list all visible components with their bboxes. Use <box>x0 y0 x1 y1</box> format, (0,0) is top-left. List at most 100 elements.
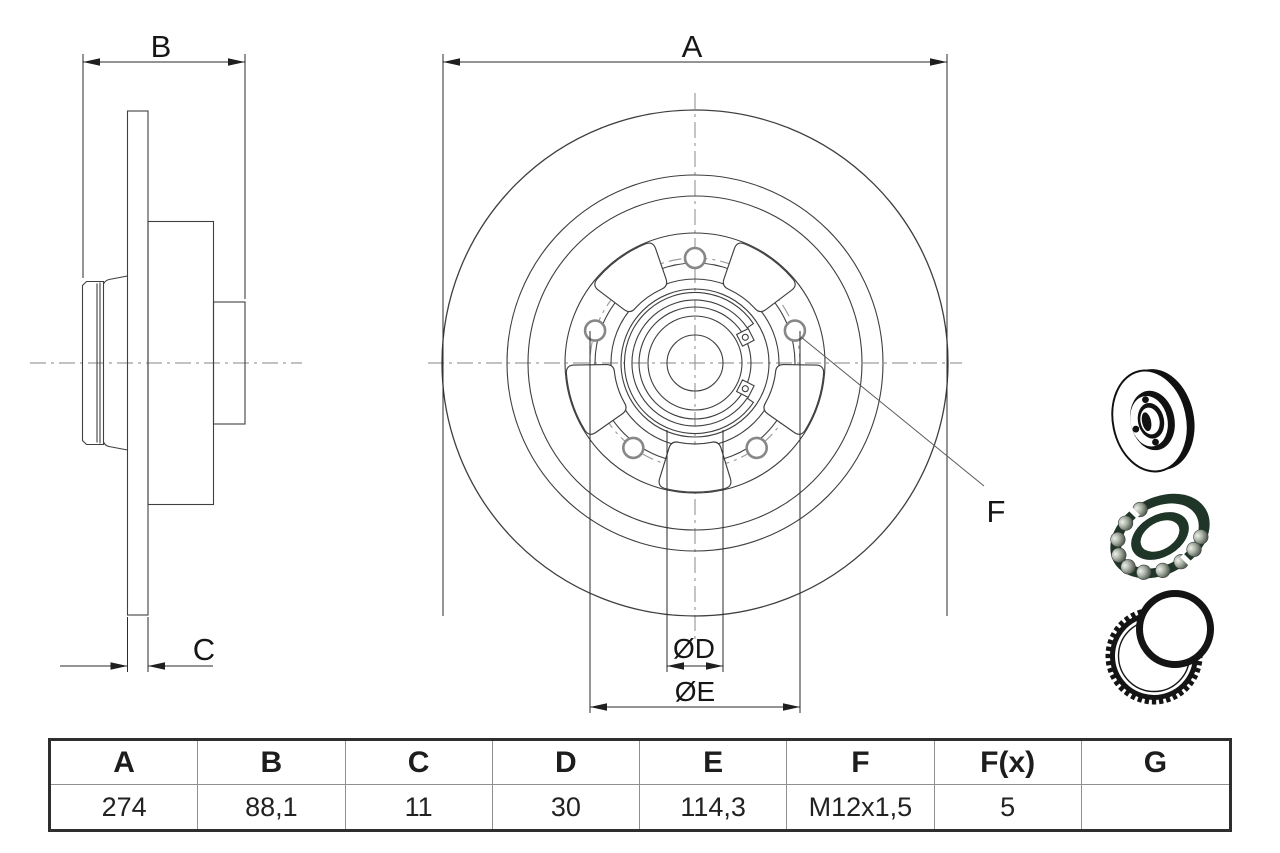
table-header-cell: F(x) <box>934 741 1082 785</box>
abs-ring-tooth <box>1113 679 1121 687</box>
arrowhead <box>590 703 607 711</box>
table-header-cell: E <box>640 741 788 785</box>
bearing-snap-ring <box>623 291 755 435</box>
arrowhead <box>148 662 165 670</box>
bearing-ring-notch <box>1180 553 1194 567</box>
snap-ring-tab <box>735 327 755 347</box>
hub-window <box>565 364 627 435</box>
abs-ring-tooth <box>1196 660 1203 666</box>
side-section-view <box>30 110 302 616</box>
bearing-ball <box>1136 564 1152 580</box>
abs-ring-tooth <box>1187 679 1195 687</box>
arrowhead <box>228 58 245 66</box>
seal-ring <box>1136 590 1214 668</box>
bearing-race-circle <box>620 288 770 438</box>
abs-ring-tooth <box>1123 615 1131 623</box>
bearing-ball <box>1110 531 1126 548</box>
abs-ring-tooth <box>1136 696 1143 703</box>
disc-icon-bore-shadow <box>1141 412 1152 432</box>
snap-ring-tab <box>735 379 755 399</box>
abs-ring-tooth <box>1109 632 1117 639</box>
arrowhead <box>783 703 800 711</box>
dim-label-c: C <box>193 632 215 667</box>
disc-icon-bolt-dot <box>1152 438 1159 446</box>
bearing-ring-notch <box>1126 505 1140 519</box>
abs-ring-tooth <box>1130 611 1137 619</box>
abs-ring-tooth <box>1105 660 1112 666</box>
hub-windows <box>565 242 825 493</box>
bearing-ball <box>1186 541 1202 557</box>
abs-sensor-ring-icon <box>1105 590 1214 705</box>
bolt-hole <box>745 436 769 460</box>
table-value-cell: 88,1 <box>198 785 346 829</box>
abs-ring-tooth <box>1144 698 1150 705</box>
table-value-cell: 30 <box>493 785 640 829</box>
arrowhead <box>706 662 723 670</box>
wheel-bearing-icon <box>1110 493 1210 580</box>
axle-stub-section <box>212 301 246 425</box>
abs-ring-tooth <box>1105 646 1112 652</box>
abs-ring-tooth <box>1158 698 1164 705</box>
arrowhead <box>930 58 947 66</box>
bearing-ball <box>1193 529 1209 545</box>
bearing-inner-circle-1 <box>638 306 752 420</box>
table-header-cell: B <box>198 741 346 785</box>
snap-ring-band <box>623 291 755 435</box>
abs-ring-tooth <box>1118 684 1126 692</box>
table-value-cell: 114,3 <box>640 785 788 829</box>
abs-ring-section <box>81 280 105 446</box>
bearing-ball <box>1117 515 1134 531</box>
bolt-hole <box>621 436 645 460</box>
table-header-cell: C <box>345 741 493 785</box>
hub-window <box>763 364 825 435</box>
leader-line-f <box>800 336 985 487</box>
abs-ring-tooth <box>1177 689 1185 697</box>
abs-ring-tooth <box>1130 693 1137 701</box>
abs-ring-tooth <box>1165 696 1172 703</box>
table-header-cell: D <box>492 741 640 785</box>
center-bore <box>666 334 724 392</box>
abs-ring-tooth <box>1118 620 1126 628</box>
dim-label-f: F <box>987 494 1006 529</box>
abs-ring-tooth <box>1194 667 1201 674</box>
arrowhead <box>110 662 128 670</box>
snap-ring-tab-hole <box>741 385 749 393</box>
abs-ring-tooth <box>1191 673 1199 680</box>
hat-slant-top <box>102 275 128 285</box>
abs-ring-tooth <box>1107 638 1114 645</box>
front-view <box>428 93 962 642</box>
disc-icon-bolt-dot <box>1142 396 1149 404</box>
friction-band-circle-1 <box>506 174 884 552</box>
arrowhead <box>443 58 460 66</box>
abs-ring-tooth <box>1171 693 1178 701</box>
bearing-inner-circle-2 <box>647 315 743 411</box>
bolt-hole <box>583 319 607 342</box>
bearing-ball <box>1155 562 1171 579</box>
legend-icons <box>1105 369 1214 705</box>
hat-slant-bottom <box>102 441 128 451</box>
bearing-bore <box>1140 520 1180 552</box>
dim-label-e: ØE <box>675 676 715 707</box>
friction-band-circle-2 <box>527 195 863 531</box>
disc-outer-edge <box>441 109 949 617</box>
dim-label-a: A <box>682 29 703 64</box>
hub-window <box>722 242 796 313</box>
table-value-cell: 274 <box>51 785 199 829</box>
bolt-hole <box>683 246 707 270</box>
snap-ring-tab-hole <box>741 333 749 341</box>
bearing-ball <box>1120 559 1136 575</box>
dimension-table: A B C D E F F(x) G 274 88,1 11 30 114,3 … <box>48 738 1232 832</box>
arrowhead <box>83 58 100 66</box>
abs-ring-tooth <box>1123 689 1131 697</box>
table-header-cell: F <box>787 741 935 785</box>
abs-ring-tooth <box>1109 673 1117 680</box>
table-value-cell: 11 <box>346 785 493 829</box>
bearing-ball <box>1111 547 1127 563</box>
hub-flange-edge <box>564 232 826 494</box>
hub-window <box>658 441 732 493</box>
table-value-cell <box>1082 785 1229 829</box>
bearing-balls <box>1110 501 1209 580</box>
table-value-cell: M12x1,5 <box>787 785 935 829</box>
